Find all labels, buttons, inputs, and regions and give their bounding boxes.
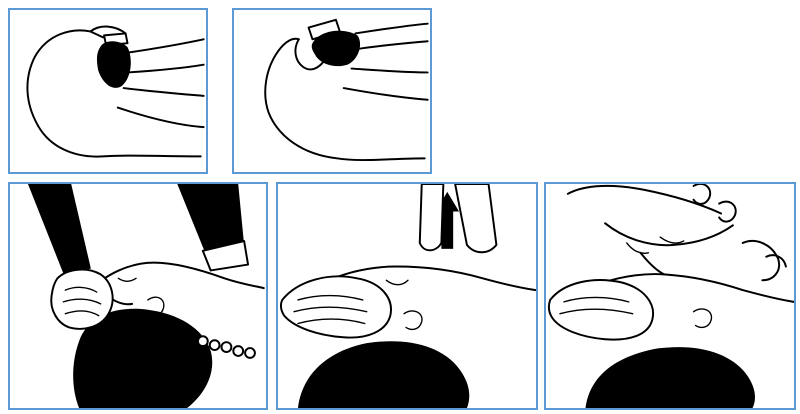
tongue-shape [97, 41, 131, 88]
panel-airway-open [232, 8, 432, 174]
rescuer-arm-left [28, 184, 91, 278]
rescue-breath-illustration [546, 184, 794, 408]
hair-shape [586, 347, 755, 408]
airway-open-illustration [234, 10, 430, 172]
panel-airway-blocked [8, 8, 208, 174]
head-tilt-illustration [10, 184, 266, 408]
chin-lift-illustration [278, 184, 536, 408]
hair-shape [298, 341, 469, 408]
airway-blocked-illustration [10, 10, 206, 172]
rescuer-fingers [420, 184, 444, 250]
panel-rescue-breath [544, 182, 796, 410]
panel-head-tilt [8, 182, 268, 410]
panel-chin-lift [276, 182, 538, 410]
